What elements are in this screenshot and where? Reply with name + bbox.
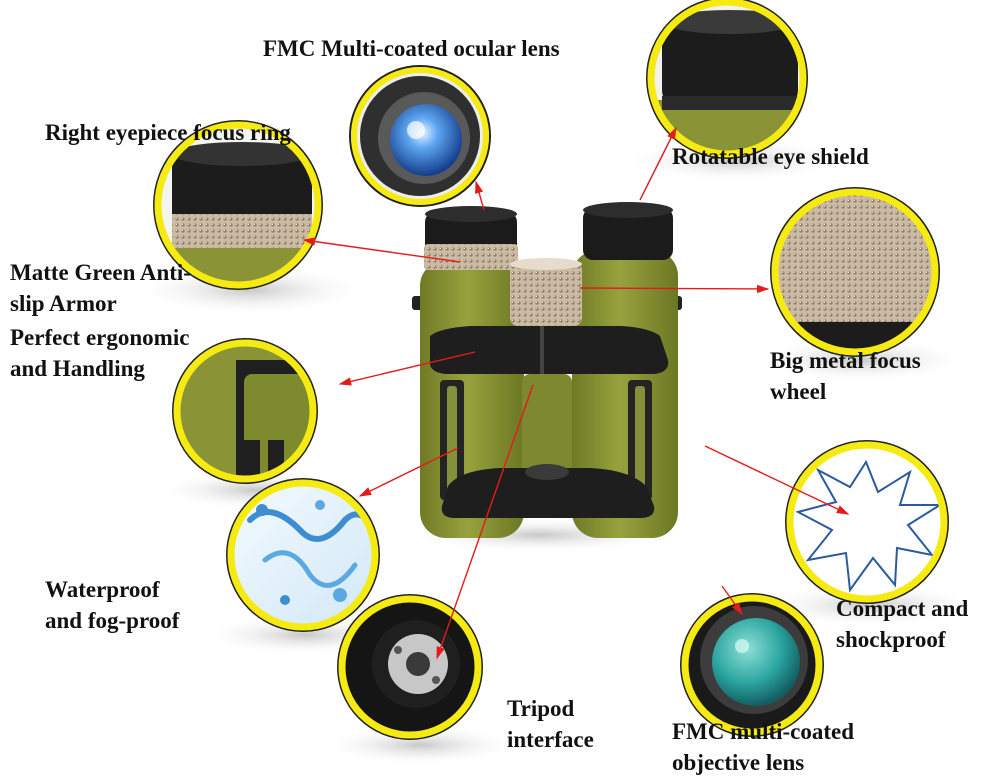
arrow-ocular-lens [475,180,485,211]
callout-waterproof [226,478,380,632]
arrow-armor [338,351,476,386]
label-tripod: Tripod interface [507,696,594,752]
label-shockproof: Compact and shockproof [836,596,969,652]
focus-wheel [510,262,582,326]
label-armor: Matte Green Anti- slip Armor [10,260,191,316]
label-waterproof: Waterproof and fog-proof [45,577,180,633]
label-eye-shield: Rotatable eye shield [672,144,869,169]
binoculars [412,202,682,538]
callout-ocular-lens [349,65,491,207]
callout-armor [172,338,318,484]
arrow-objective-lens [721,585,743,616]
arrow-tripod [436,384,534,660]
arrow-waterproof [358,447,459,497]
top-bridge [429,326,669,374]
diopter-ring [424,244,518,270]
arrow-focus-wheel [579,284,770,294]
label-ocular-lens: FMC Multi-coated ocular lens [263,36,560,61]
pointer-arrows [302,126,850,660]
arrow-eye-shield [639,126,677,201]
callout-shockproof [785,440,949,604]
arrow-eyepiece-ring [302,237,461,263]
callout-tripod [337,594,483,740]
callout-focus-wheel [770,187,940,357]
label-eyepiece-ring: Right eyepiece focus ring [45,120,291,145]
callout-objective-lens [680,593,824,737]
bottom-bridge [441,468,655,518]
right-eyecup [583,208,673,260]
arrow-shockproof [704,445,850,515]
callout-eye-shield [646,0,808,159]
label-focus-wheel: Big metal focus wheel [770,348,921,404]
label-objective-lens: FMC multi-coated objective lens [672,719,855,775]
label-ergonomic: Perfect ergonomic and Handling [10,325,190,381]
